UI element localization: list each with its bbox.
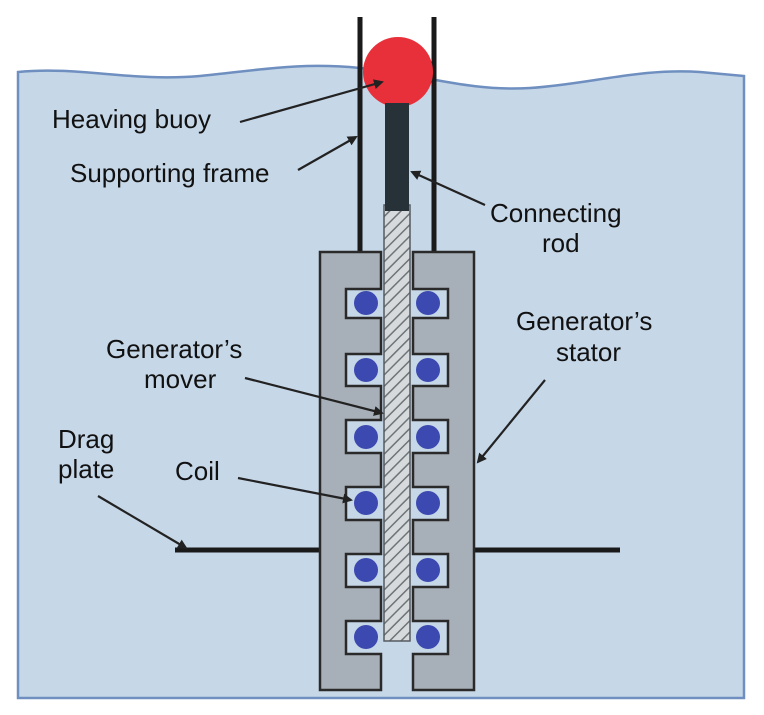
arrow-drag-plate — [97, 495, 188, 550]
label-connecting-rod-line1: Connecting — [490, 198, 622, 228]
label-drag-plate-line1: Drag — [58, 424, 114, 454]
arrow-generator-mover — [244, 376, 384, 416]
coil-right-5 — [416, 558, 440, 582]
coil-left-4 — [354, 491, 378, 515]
arrow-heaving-buoy — [239, 79, 384, 124]
arrow-generator-stator — [476, 379, 546, 464]
coil-right-4 — [416, 491, 440, 515]
connecting-rod — [385, 103, 409, 211]
coil-right-1 — [416, 291, 440, 315]
label-coil: Coil — [175, 456, 220, 486]
coil-right-6 — [416, 625, 440, 649]
heaving-buoy — [363, 37, 433, 107]
label-supporting-frame: Supporting frame — [70, 158, 269, 188]
generator-stator-right — [411, 250, 476, 692]
coil-right-2 — [416, 358, 440, 382]
label-generator-mover-line2: mover — [144, 364, 217, 394]
arrow-supporting-frame — [297, 136, 358, 171]
generator-stator-left — [318, 250, 383, 692]
coil-right-3 — [416, 425, 440, 449]
label-generator-mover-line1: Generator’s — [106, 334, 242, 364]
leader-arrows — [97, 79, 546, 550]
arrow-coil — [237, 476, 353, 504]
label-heaving-buoy: Heaving buoy — [52, 104, 211, 134]
label-generator-stator-line1: Generator’s — [516, 306, 652, 336]
coil-left-3 — [354, 425, 378, 449]
label-generator-stator-line2: stator — [556, 337, 621, 367]
generator-mover — [383, 204, 411, 642]
arrow-connecting-rod — [410, 170, 486, 207]
coil-left-5 — [354, 558, 378, 582]
coils — [354, 291, 440, 649]
coil-left-6 — [354, 625, 378, 649]
coil-left-1 — [354, 291, 378, 315]
label-drag-plate-line2: plate — [58, 454, 114, 484]
label-connecting-rod-line2: rod — [542, 228, 580, 258]
coil-left-2 — [354, 358, 378, 382]
